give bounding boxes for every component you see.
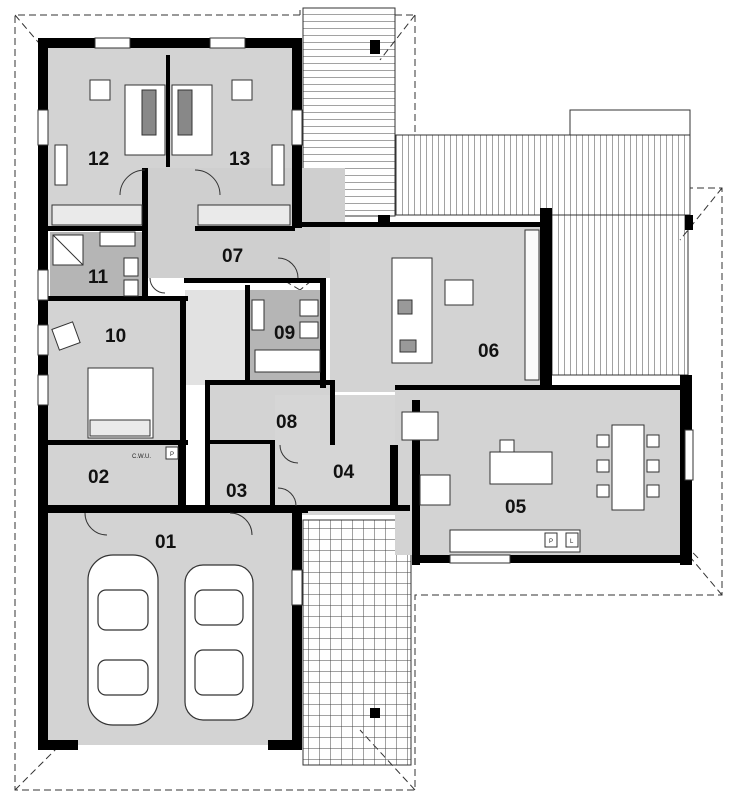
car-right xyxy=(184,564,254,721)
paved-entrance xyxy=(302,519,412,766)
terrace-right xyxy=(549,214,689,376)
room-label-04: 04 xyxy=(333,462,355,483)
bed-room-13 xyxy=(171,79,291,226)
room-label-03: 03 xyxy=(226,481,247,502)
room-label-07: 07 xyxy=(222,246,243,267)
boiler-room-fixtures: P C.W.U. P L xyxy=(132,446,574,545)
bathroom-11 xyxy=(52,231,139,297)
bathroom-09 xyxy=(251,299,321,373)
boiler-p-label: P xyxy=(170,452,174,458)
door-swings xyxy=(84,169,299,536)
kitchen-furniture xyxy=(401,411,660,553)
room-label-09: 09 xyxy=(274,323,295,344)
terrace-upper-right xyxy=(395,109,691,216)
kitchen-p-label: P xyxy=(549,539,553,545)
living-furniture xyxy=(391,229,540,381)
car-left xyxy=(87,554,159,726)
bed-room-10 xyxy=(51,321,154,439)
room-label-01: 01 xyxy=(155,532,177,553)
bed-room-12 xyxy=(51,79,166,226)
room-label-08: 08 xyxy=(276,412,297,433)
room-label-02: 02 xyxy=(88,467,109,488)
room-label-13: 13 xyxy=(229,149,250,170)
room-label-10: 10 xyxy=(105,326,126,347)
room-label-12: 12 xyxy=(88,149,109,170)
room-labels: 01 02 03 04 05 06 07 08 09 10 11 12 13 xyxy=(88,149,527,553)
room-label-05: 05 xyxy=(505,497,527,518)
cwu-label: C.W.U. xyxy=(132,454,151,460)
room-label-11: 11 xyxy=(88,267,109,288)
room-label-06: 06 xyxy=(478,341,499,362)
windows xyxy=(37,37,694,606)
kitchen-l-label: L xyxy=(570,539,574,545)
